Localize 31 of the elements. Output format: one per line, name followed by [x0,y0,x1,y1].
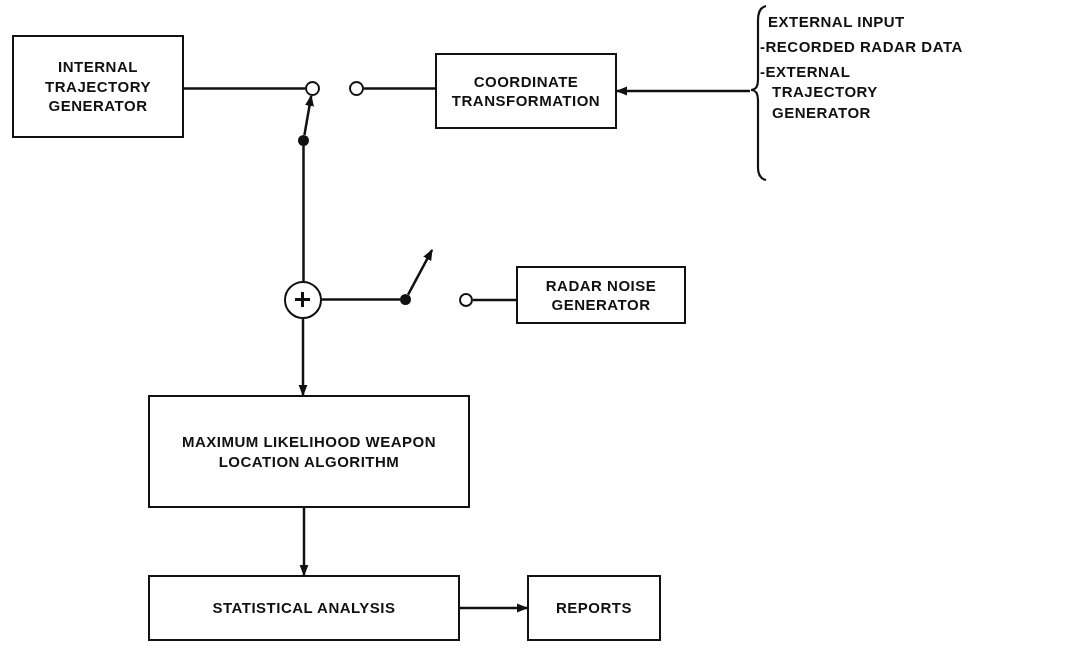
process-box [12,35,184,138]
switch-arm [407,249,434,296]
arrow [299,508,309,577]
block-label: RADAR NOISE GENERATOR [544,275,658,315]
process-box [527,575,661,641]
list-item: -EXTERNAL TRAJECTORY GENERATOR [760,62,879,123]
connector-line [184,87,305,90]
arrow [460,603,529,613]
switch-arm [303,94,314,136]
process-box [435,53,617,129]
terminal-circle [459,293,473,307]
pivot-dot [400,294,411,305]
terminal-circle [349,81,364,96]
block-label: COORDINATE TRANSFORMATION [450,71,602,111]
terminal-circle [305,81,320,96]
process-box [148,395,470,508]
list-item: -RECORDED RADAR DATA [760,37,964,57]
pivot-dot [298,135,309,146]
block-label: MAXIMUM LIKELIHOOD WEAPON LOCATION ALGORITHM [180,432,438,471]
arrow [298,319,308,397]
connector-line [473,298,516,302]
list-heading: EXTERNAL INPUT [768,12,906,32]
connector-line [322,298,400,301]
summing-junction [284,281,322,319]
block-label: REPORTS [556,598,632,618]
connector-line [302,146,305,281]
process-box [516,266,686,324]
connector-line [364,87,435,90]
block-label: INTERNAL TRAJECTORY GENERATOR [44,57,152,116]
block-label: STATISTICAL ANALYSIS [212,598,396,618]
process-box [148,575,460,641]
